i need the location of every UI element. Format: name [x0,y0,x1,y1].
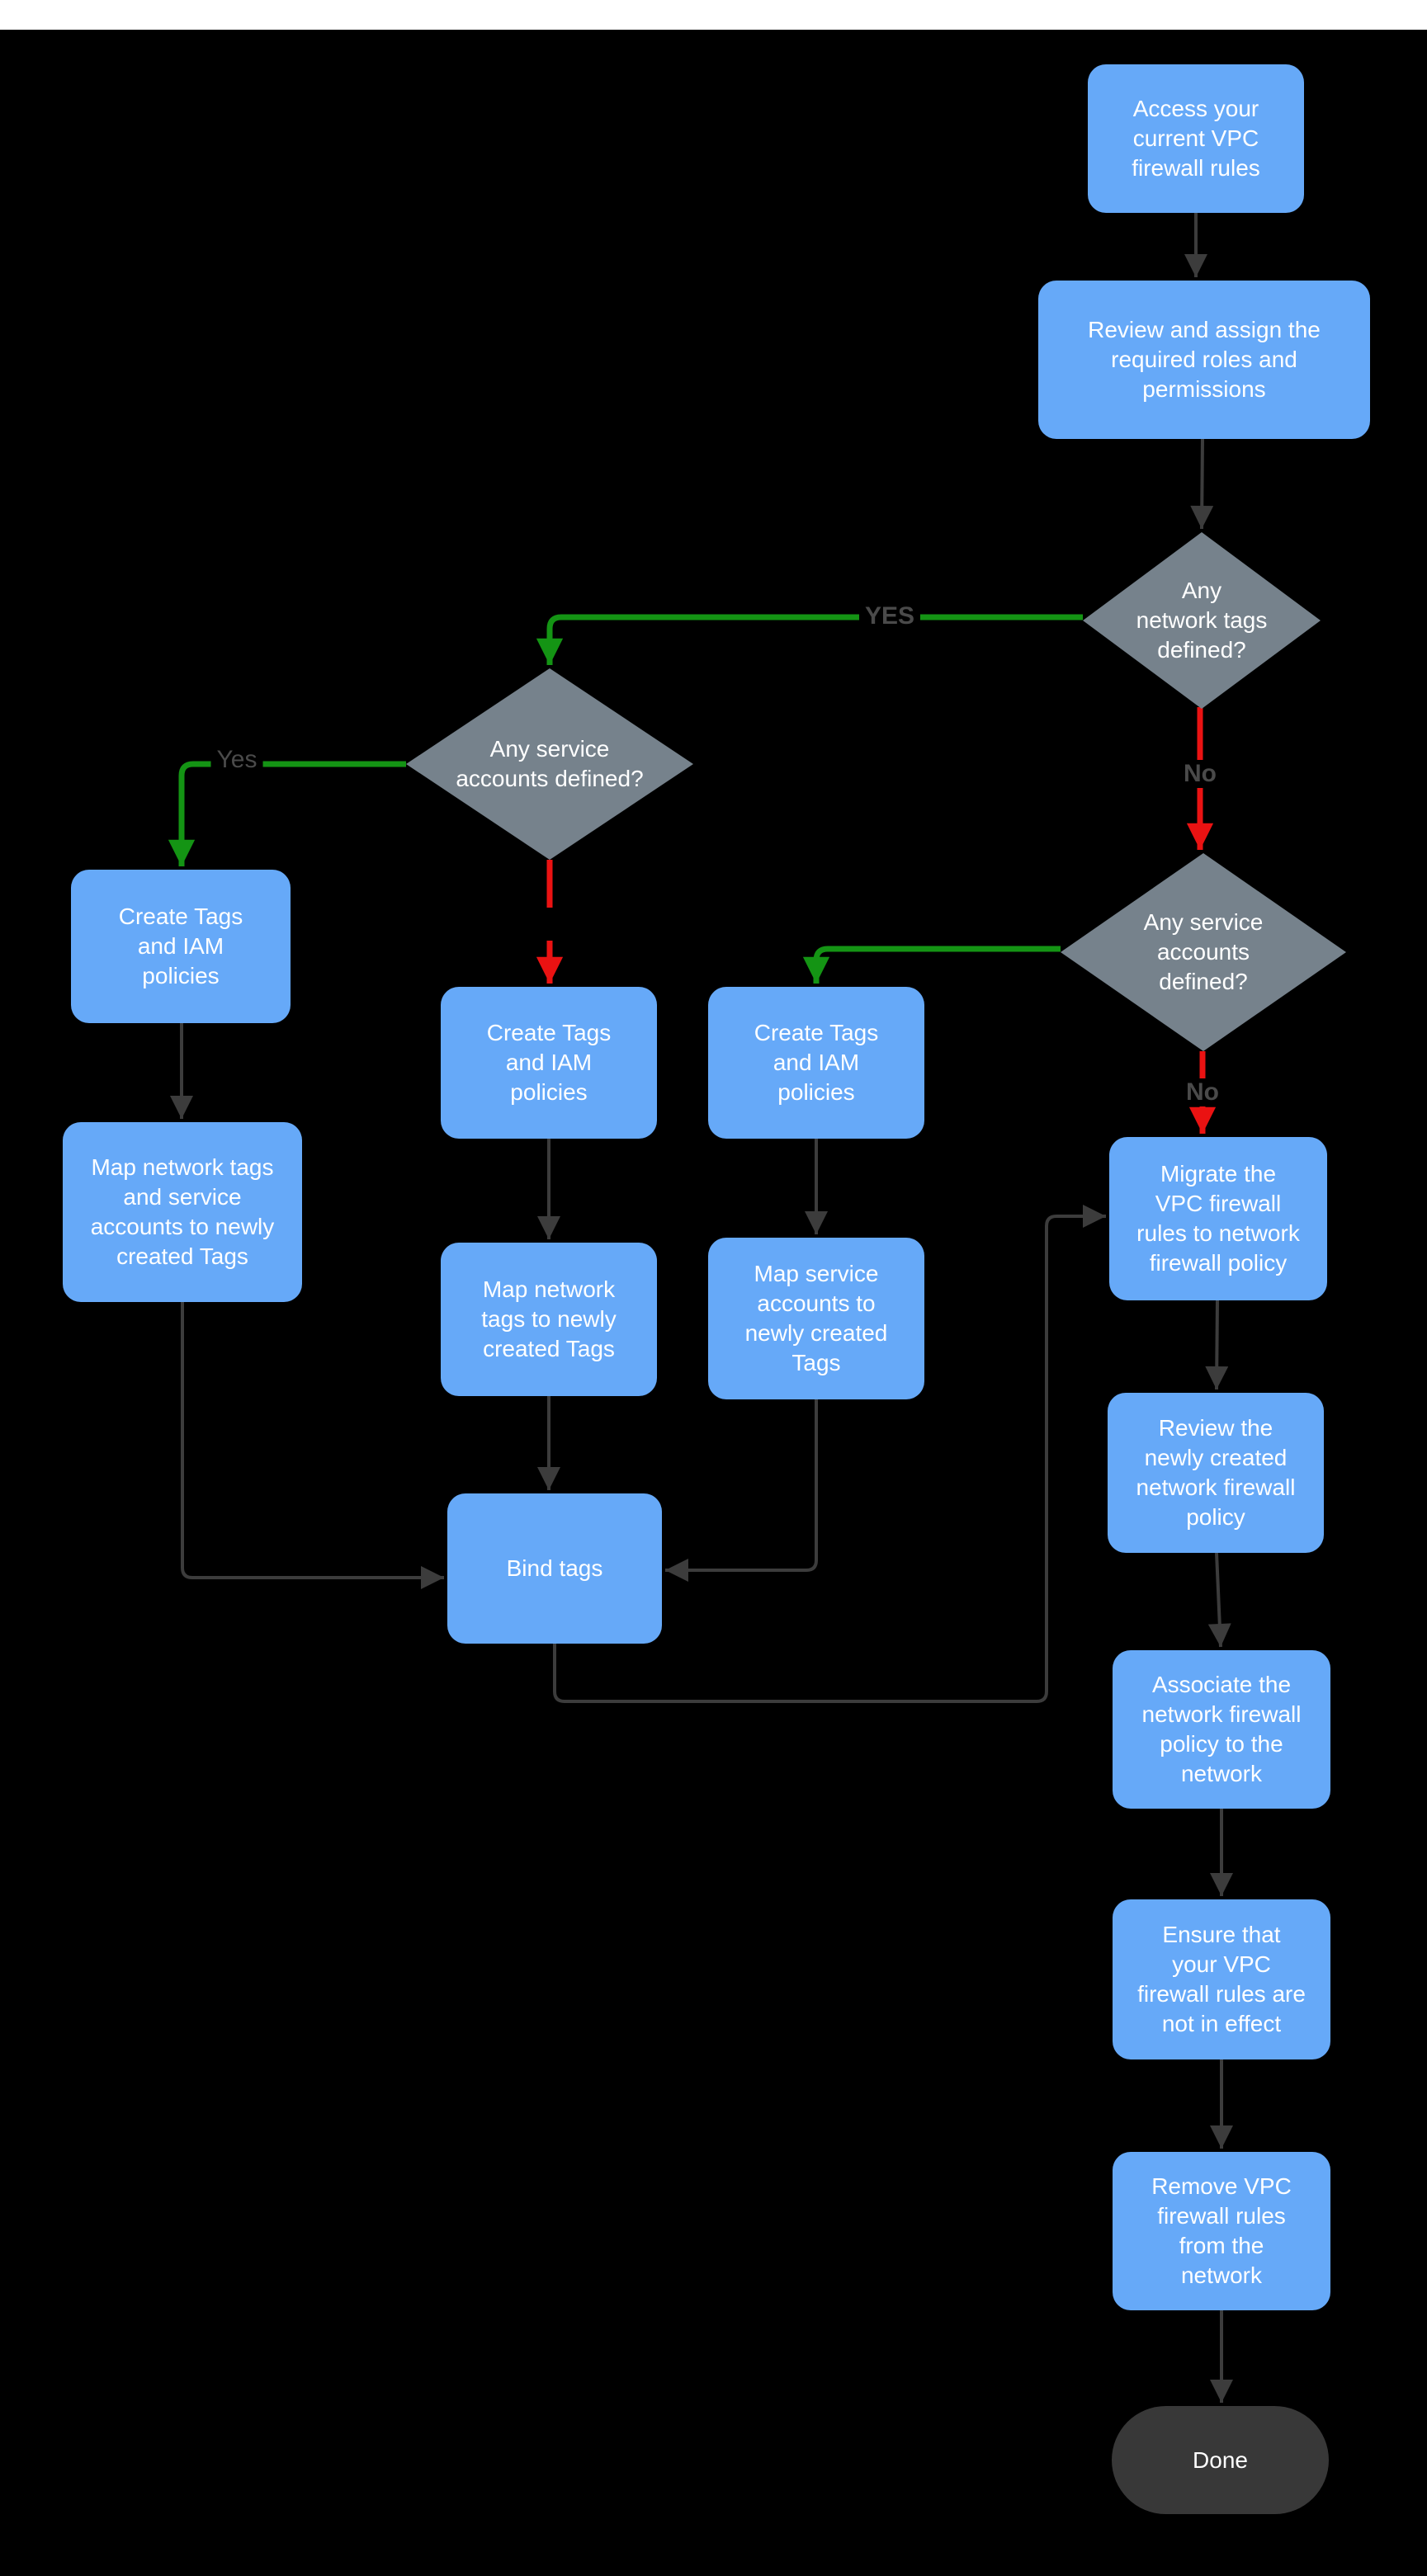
node-done-terminator: Done [1112,2406,1329,2514]
edge-network-tags-yes [536,614,1083,665]
node-label: Bind tags [506,1555,603,1581]
node-label: Map network tags to newly created Tags [481,1276,617,1361]
node-create-tags-iam-right: Create Tags and IAM policies [708,987,924,1139]
node-map-network-tags: Map network tags to newly created Tags [441,1243,657,1396]
edge-label-yes-lower: Yes [210,746,263,774]
edge-label-yes-upper: YES [858,602,921,630]
node-access-vpc-firewall-rules: Access your current VPC firewall rules [1088,64,1304,213]
node-label: Access your current VPC firewall rules [1132,96,1260,181]
node-label: Map network tags and service accounts to… [90,1154,275,1269]
top-white-bar [0,0,1427,30]
node-associate-policy: Associate the network firewall policy to… [1113,1650,1330,1809]
node-label: Migrate the VPC firewall rules to networ… [1136,1161,1300,1276]
node-label: Remove VPC firewall rules from the netwo… [1151,2173,1292,2288]
node-label: Create Tags and IAM policies [486,1020,612,1105]
node-label: Ensure that your VPC firewall rules are … [1137,1922,1306,2036]
node-label: Review and assign the required roles and… [1088,317,1321,402]
node-label: Map service accounts to newly created Ta… [744,1261,888,1375]
node-create-tags-iam-mid: Create Tags and IAM policies [441,987,657,1139]
node-ensure-rules-not-in-effect: Ensure that your VPC firewall rules are … [1113,1899,1330,2059]
node-create-tags-iam-left: Create Tags and IAM policies [71,870,291,1023]
node-bind-tags: Bind tags [447,1493,662,1644]
edge-map-right-to-bind [665,1399,818,1582]
node-map-service-accounts: Map service accounts to newly created Ta… [708,1238,924,1399]
edge-service-left-yes [168,761,406,866]
node-label: Associate the network firewall policy to… [1141,1672,1302,1786]
edge-map-left-to-bind [181,1302,444,1589]
node-remove-vpc-rules: Remove VPC firewall rules from the netwo… [1113,2152,1330,2310]
node-label: Done [1193,2446,1248,2473]
node-label: Any service accounts defined? [1143,909,1264,994]
node-review-new-policy: Review the newly created network firewal… [1108,1393,1324,1553]
node-review-roles-permissions: Review and assign the required roles and… [1038,281,1370,439]
node-map-network-and-service: Map network tags and service accounts to… [63,1122,302,1302]
node-migrate-vpc-rules: Migrate the VPC firewall rules to networ… [1109,1137,1327,1300]
node-label: Create Tags and IAM policies [754,1020,879,1105]
edge-review-to-network-tags [1190,438,1214,530]
node-label: Any service accounts defined? [456,736,644,791]
edge-bind-to-migrate [553,1205,1106,1703]
edge-label-no-lower: No [1180,1078,1225,1106]
edge-service-right-yes [802,946,1061,984]
edge-label-no-upper: No [1178,760,1222,788]
node-label: Create Tags and IAM policies [118,903,243,988]
edge-review-policy-to-associate [1207,1552,1231,1648]
node-label: Any network tags defined? [1136,578,1268,663]
node-label: Review the newly created network firewal… [1136,1415,1296,1530]
